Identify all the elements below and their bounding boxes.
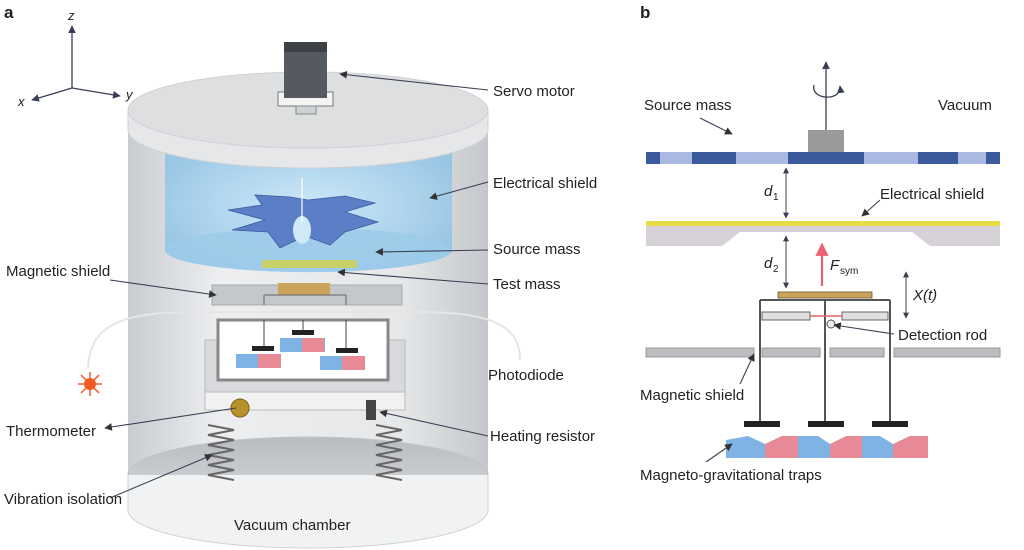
- springs: [207, 424, 403, 481]
- gold-plate-a: [262, 260, 357, 268]
- svg-text:d: d: [764, 255, 773, 272]
- svg-text:F: F: [830, 257, 840, 274]
- label-heating-resistor: Heating resistor: [490, 428, 595, 445]
- source-mass-a: [227, 178, 380, 249]
- thermometer-sensor: [230, 398, 250, 418]
- label-photodiode: Photodiode: [488, 367, 564, 384]
- axes-indicator: z x y: [17, 8, 134, 109]
- panel-a-letter: a: [4, 3, 14, 22]
- label-vacuum: Vacuum: [938, 97, 992, 114]
- svg-text:d: d: [764, 183, 773, 200]
- symbol-fsym: F sym: [830, 257, 858, 277]
- label-electrical-shield-a: Electrical shield: [493, 175, 597, 192]
- photodiode-fiber: [87, 311, 521, 369]
- label-vacuum-chamber: Vacuum chamber: [234, 517, 350, 534]
- label-source-mass-a: Source mass: [493, 241, 581, 258]
- source-mass-bar-b: [646, 152, 1000, 164]
- svg-text:1: 1: [773, 192, 779, 203]
- magnetic-shield-a: [211, 283, 403, 306]
- label-magnetic-shield-a: Magnetic shield: [6, 263, 110, 280]
- trap-frame-a: [204, 318, 406, 393]
- label-test-mass: Test mass: [493, 276, 561, 293]
- label-thermometer: Thermometer: [6, 423, 96, 440]
- label-source-mass-b: Source mass: [644, 97, 732, 114]
- label-traps: Magneto-gravitational traps: [640, 467, 822, 484]
- label-detection-rod: Detection rod: [898, 327, 987, 344]
- symbol-d2: d 2: [764, 255, 779, 275]
- label-electrical-shield-b: Electrical shield: [880, 186, 984, 203]
- heating-resistor-element: [366, 400, 376, 420]
- panel-b-letter: b: [640, 3, 650, 22]
- servo-motor: [277, 42, 334, 115]
- electrical-shield-b: [646, 221, 1000, 246]
- panel-a: a z x y: [4, 3, 597, 549]
- leader-lines-a: [104, 70, 489, 499]
- label-servo-motor: Servo motor: [493, 83, 575, 100]
- test-mass-frame-b: [744, 291, 908, 427]
- axis-x-label: x: [17, 94, 25, 109]
- lower-platform: [204, 391, 406, 411]
- svg-text:sym: sym: [840, 266, 858, 277]
- axis-z-label: z: [67, 8, 75, 23]
- laser-icon: [78, 372, 102, 396]
- chamber-lid: [127, 71, 489, 169]
- label-magnetic-shield-b: Magnetic shield: [640, 387, 744, 404]
- panel-b: b: [640, 3, 1001, 484]
- magnetic-shield-b: [645, 347, 1001, 358]
- leader-lines-b: [699, 117, 895, 463]
- magneto-gravitational-traps-b: [726, 436, 928, 458]
- label-vibration-isolation: Vibration isolation: [4, 491, 122, 508]
- axis-y-label: y: [125, 87, 134, 102]
- symbol-xt: X(t): [912, 287, 937, 304]
- symbol-d1: d 1: [764, 183, 779, 203]
- rotation-shaft-b: [808, 61, 845, 152]
- svg-text:2: 2: [773, 264, 779, 275]
